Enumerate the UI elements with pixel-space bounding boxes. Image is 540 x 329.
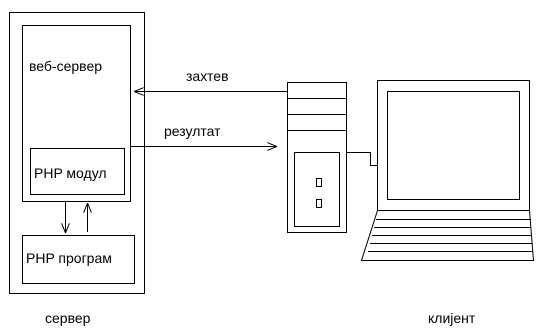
laptop-screen-outer xyxy=(378,81,530,211)
php-module-label: PHP модул xyxy=(34,166,107,180)
client-tower xyxy=(288,83,347,233)
php-program-label: PHP програм xyxy=(26,251,112,265)
request-label: захтев xyxy=(186,69,229,83)
web-server-label: веб-сервер xyxy=(29,59,102,73)
result-label: резултат xyxy=(164,124,221,138)
server-caption: сервер xyxy=(45,311,90,325)
client-caption: клијент xyxy=(428,311,475,325)
